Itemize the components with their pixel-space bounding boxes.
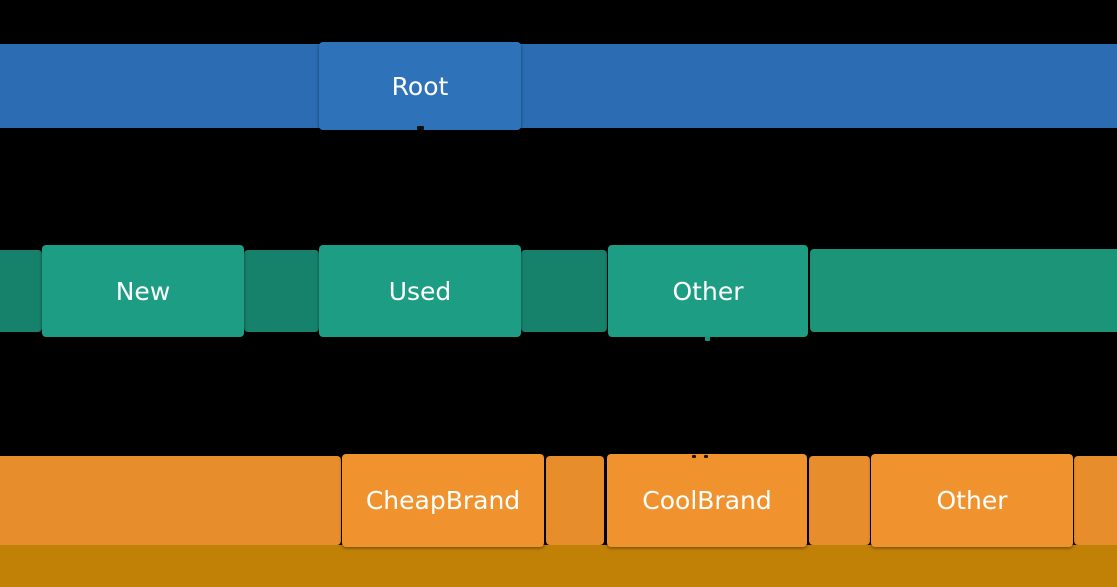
tile-label-coolbrand: CoolBrand <box>642 486 772 515</box>
level-strip-partial <box>0 545 1117 587</box>
level-brand-segment-3 <box>1074 456 1117 545</box>
tile-other-brand[interactable]: Other <box>871 454 1073 547</box>
tile-label-new: New <box>115 276 171 306</box>
tile-label-root: Root <box>391 71 449 101</box>
level-category-segment-3 <box>810 249 1117 332</box>
level-brand-segment-2 <box>809 456 870 545</box>
tile-used[interactable]: Used <box>319 245 521 337</box>
tile-label-used: Used <box>388 276 452 306</box>
level-brand-segment-0 <box>0 456 341 545</box>
tile-cheapbrand[interactable]: CheapBrand <box>342 454 544 547</box>
tile-label-other-brand: Other <box>936 486 1008 515</box>
connector-stub-3 <box>704 455 708 458</box>
tile-label-cheapbrand: CheapBrand <box>365 486 521 515</box>
level-category-segment-2 <box>521 250 607 332</box>
connector-stub-2 <box>692 455 696 458</box>
level-brand-segment-1 <box>546 456 604 545</box>
connector-stub-0 <box>417 126 424 130</box>
tile-label-other-category: Other <box>672 276 744 306</box>
connector-stub-1 <box>705 336 710 341</box>
tile-root[interactable]: Root <box>319 42 521 130</box>
tile-other-category[interactable]: Other <box>608 245 808 337</box>
level-category-segment-1 <box>244 250 319 332</box>
tile-coolbrand[interactable]: CoolBrand <box>607 454 807 547</box>
level-category-segment-0 <box>0 250 42 332</box>
tile-new[interactable]: New <box>42 245 244 337</box>
level-root-track <box>0 44 1117 128</box>
